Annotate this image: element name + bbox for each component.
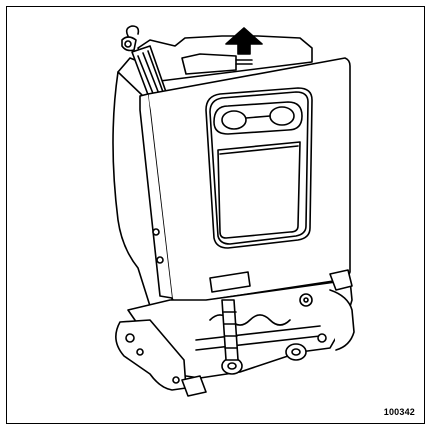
- top-cover: [181, 53, 237, 75]
- up-arrow-icon: [225, 27, 263, 65]
- recliner-strap: [121, 25, 167, 101]
- back-panel: [139, 57, 351, 305]
- figure-reference-number: 100342: [383, 407, 415, 417]
- seat-base-mechanism: [115, 269, 355, 397]
